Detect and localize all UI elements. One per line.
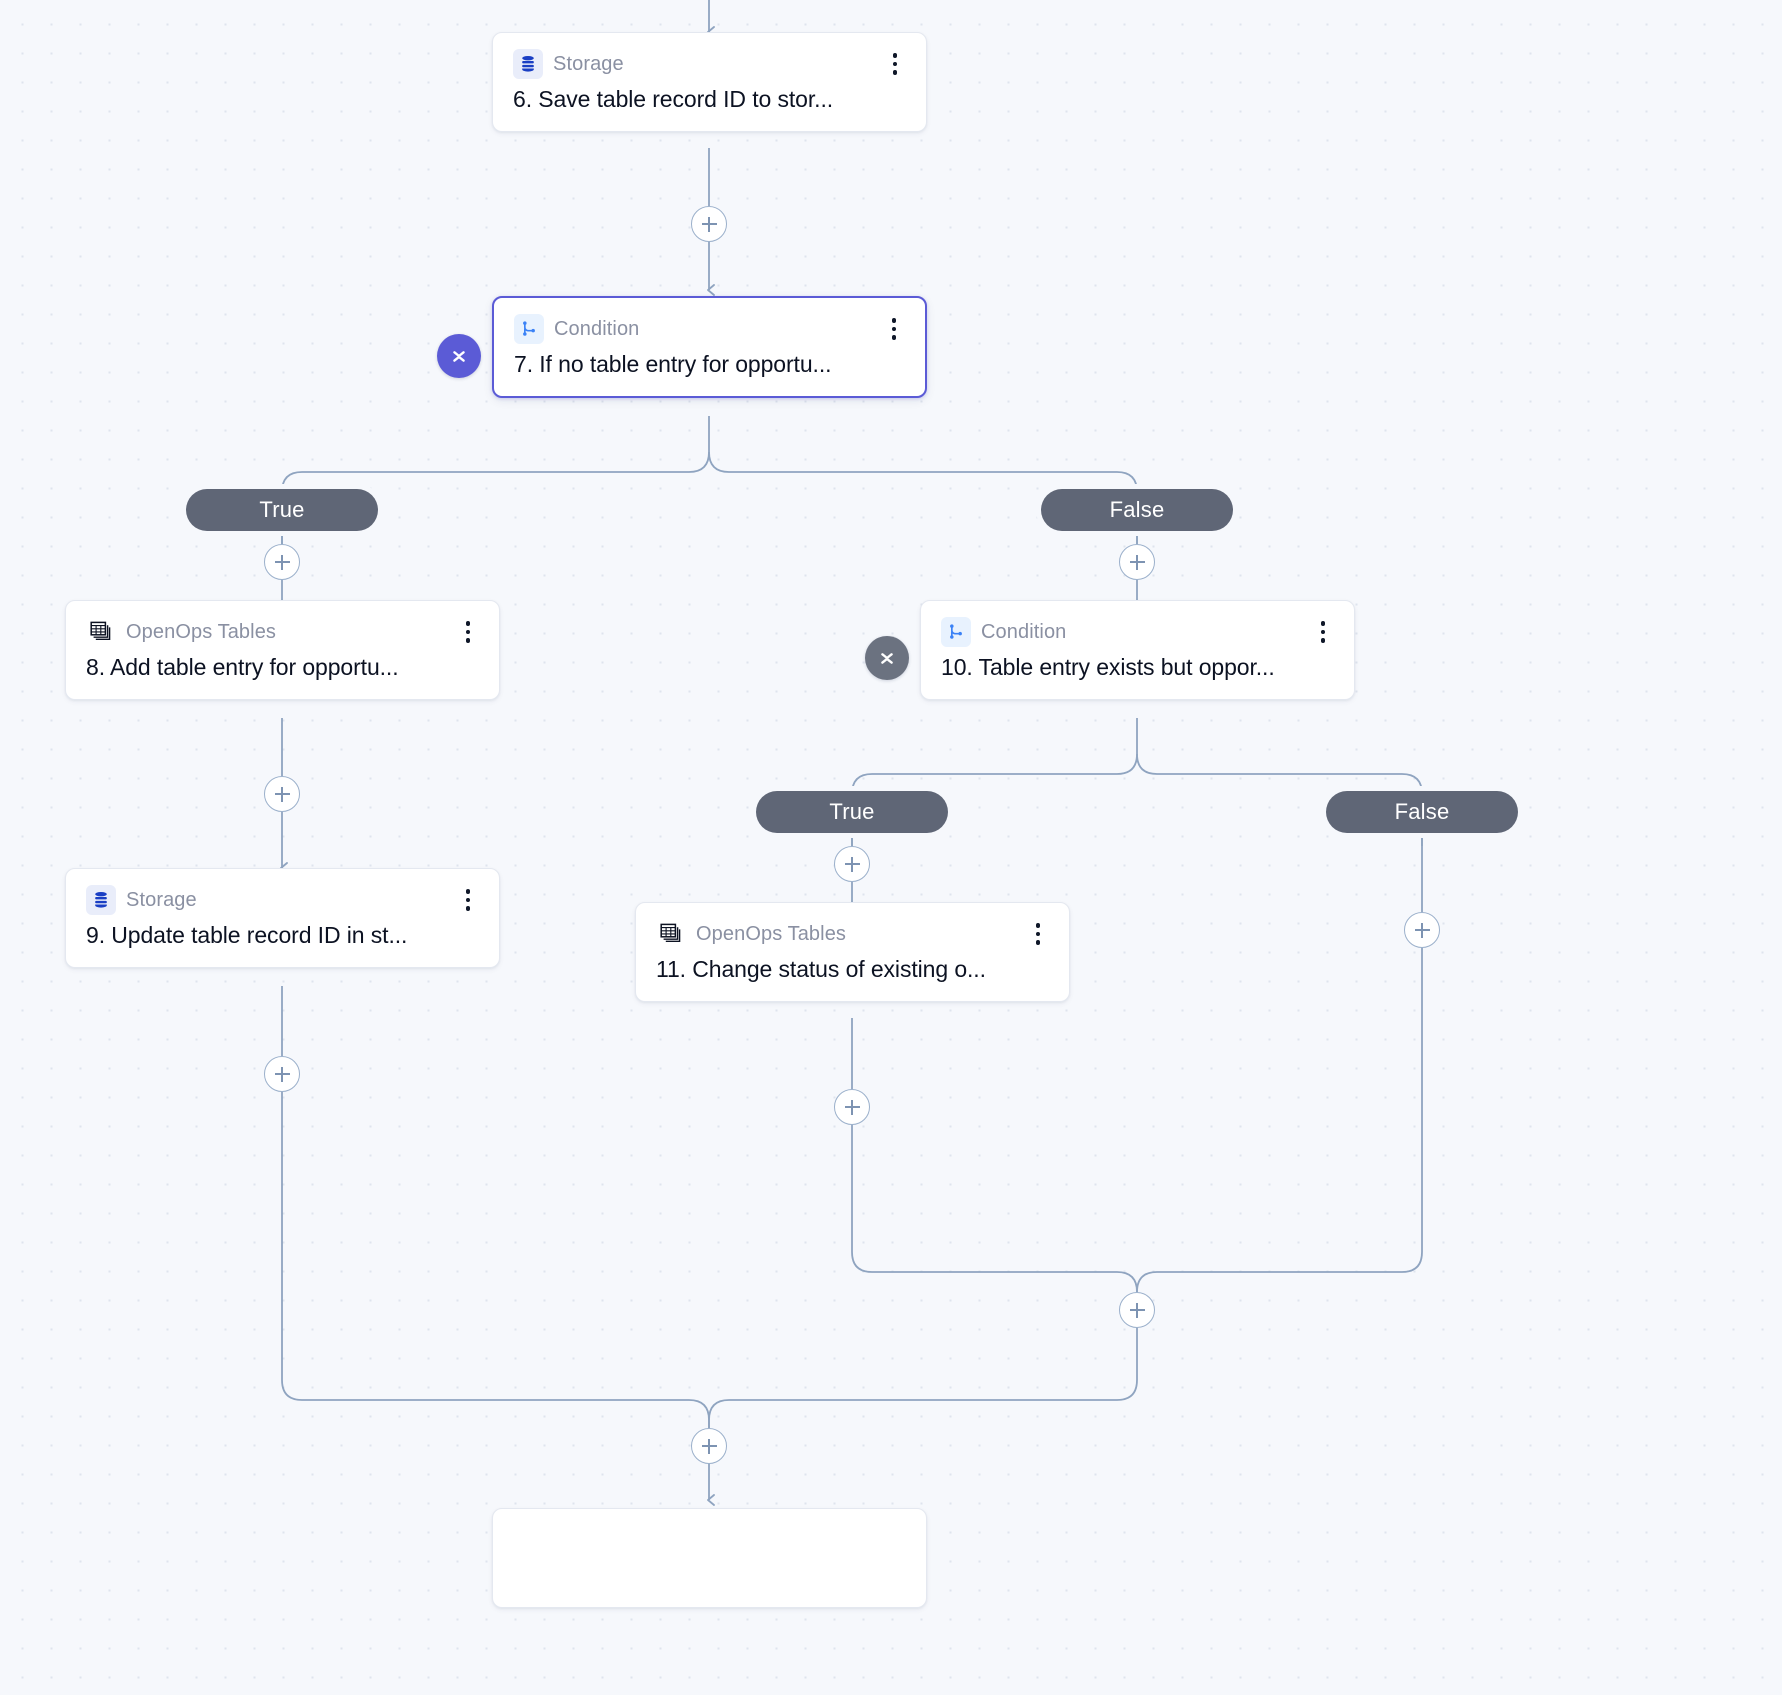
collapse-toggle-step-10[interactable]: [865, 636, 909, 680]
add-step-button-merge-10[interactable]: [1119, 1292, 1155, 1328]
node-title: 10. Table entry exists but oppor...: [941, 654, 1275, 680]
node-header: OpenOps Tables: [86, 617, 479, 647]
table-stack-icon: [86, 617, 116, 647]
add-step-button-after-6[interactable]: [691, 206, 727, 242]
node-header: Condition: [514, 314, 905, 344]
more-vertical-icon[interactable]: [457, 619, 479, 645]
more-vertical-icon[interactable]: [1027, 921, 1049, 947]
add-step-button-true-branch-7[interactable]: [264, 544, 300, 580]
workflow-node-step-7[interactable]: Condition 7. If no table entry for oppor…: [492, 296, 927, 398]
workflow-node-step-9[interactable]: Storage 9. Update table record ID in st.…: [65, 868, 500, 968]
more-vertical-icon[interactable]: [1312, 619, 1334, 645]
node-title: 9. Update table record ID in st...: [86, 922, 408, 948]
node-title: 6. Save table record ID to stor...: [513, 86, 834, 112]
node-type-label: Storage: [553, 52, 624, 75]
branch-label-true-step-10[interactable]: True: [756, 791, 948, 833]
database-icon: [86, 885, 116, 915]
node-type-label: Storage: [126, 888, 197, 911]
branch-label-true-step-7[interactable]: True: [186, 489, 378, 531]
branch-icon: [514, 314, 544, 344]
node-type-label: Condition: [554, 317, 640, 340]
branch-icon: [941, 617, 971, 647]
branch-label-false-step-7[interactable]: False: [1041, 489, 1233, 531]
node-title: 11. Change status of existing o...: [656, 956, 986, 982]
collapse-toggle-step-7[interactable]: [437, 334, 481, 378]
collapse-chevrons-icon: [881, 653, 893, 664]
add-step-button-merge-7[interactable]: [691, 1428, 727, 1464]
workflow-node-step-6[interactable]: Storage 6. Save table record ID to stor.…: [492, 32, 927, 132]
database-icon: [513, 49, 543, 79]
workflow-node-step-11[interactable]: OpenOps Tables 11. Change status of exis…: [635, 902, 1070, 1002]
node-type-label: OpenOps Tables: [126, 620, 277, 643]
workflow-node-next-partial[interactable]: [492, 1508, 927, 1608]
node-header: Storage: [513, 49, 906, 79]
add-step-button-false-branch-7[interactable]: [1119, 544, 1155, 580]
workflow-node-step-8[interactable]: OpenOps Tables 8. Add table entry for op…: [65, 600, 500, 700]
node-title: 7. If no table entry for opportu...: [514, 351, 832, 377]
collapse-chevrons-icon: [453, 351, 465, 362]
add-step-button-false-branch-10[interactable]: [1404, 912, 1440, 948]
node-header: Storage: [86, 885, 479, 915]
node-header: OpenOps Tables: [656, 919, 1049, 949]
node-title: 8. Add table entry for opportu...: [86, 654, 399, 680]
add-step-button-true-branch-10[interactable]: [834, 846, 870, 882]
node-type-label: Condition: [981, 620, 1067, 643]
more-vertical-icon[interactable]: [884, 51, 906, 77]
more-vertical-icon[interactable]: [457, 887, 479, 913]
node-type-label: OpenOps Tables: [696, 922, 847, 945]
workflow-node-step-10[interactable]: Condition 10. Table entry exists but opp…: [920, 600, 1355, 700]
add-step-button-after-9[interactable]: [264, 1056, 300, 1092]
branch-label-false-step-10[interactable]: False: [1326, 791, 1518, 833]
more-vertical-icon[interactable]: [883, 316, 905, 342]
node-header: Condition: [941, 617, 1334, 647]
add-step-button-after-8[interactable]: [264, 776, 300, 812]
table-stack-icon: [656, 919, 686, 949]
add-step-button-after-11[interactable]: [834, 1089, 870, 1125]
